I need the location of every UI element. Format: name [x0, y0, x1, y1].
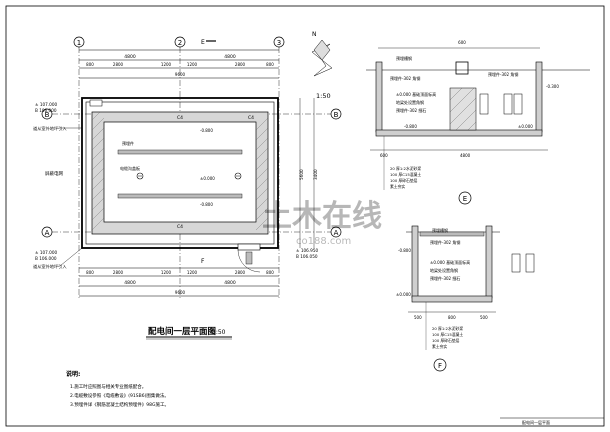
- layer-note: 100 厚碎石垫层: [390, 178, 418, 183]
- layer-note: 100 厚C15混凝土: [390, 172, 421, 177]
- general-notes: 说明: 1.施工时应照图与相关专业图纸配合。 2.电缆敷设参照《电缆敷设》(91…: [66, 370, 169, 408]
- plan-label: -0.800: [200, 202, 213, 207]
- axis-label: 1: [77, 39, 81, 47]
- dim-text: 2800: [113, 62, 124, 67]
- layer-note: 100 厚C15混凝土: [432, 332, 463, 337]
- plan-scale: 1:50: [212, 329, 226, 336]
- dim-text: 4800: [460, 153, 471, 158]
- dim-text: 800: [266, 62, 274, 67]
- dim-total: 9600: [175, 72, 186, 77]
- callout: 地梁处设置角钢: [430, 267, 458, 273]
- dim-text: 4800: [124, 54, 136, 60]
- dim-text: 2800: [235, 270, 246, 275]
- axis-label: 2: [178, 39, 182, 47]
- plan-note: 道从室外地坪引入: [33, 263, 67, 270]
- level: -0.800: [404, 124, 417, 129]
- dim-text: 500: [480, 315, 488, 320]
- plan-label: C4: [248, 115, 254, 121]
- section-f: 预埋槽钢 预埋件-302 角钢 ±0.000 基础顶面标高 地梁处设置角钢 预埋…: [396, 225, 535, 372]
- layer-note: 素土夯实: [432, 344, 447, 349]
- door: [237, 243, 261, 251]
- level: -0.800: [398, 248, 411, 253]
- dim-text: 600: [458, 40, 466, 45]
- watermark-url: co188.com: [296, 236, 351, 247]
- plan-label: -0.800: [200, 128, 213, 133]
- notes-heading: 说明:: [66, 370, 80, 378]
- callout: ±0.000 基础顶面标高: [430, 259, 470, 265]
- section-mark-e: E: [201, 39, 205, 46]
- watermark: 土木在线 co188.com: [262, 199, 382, 247]
- callout: 预埋件-302 细石: [430, 275, 460, 281]
- layer-note: 素土夯实: [390, 184, 405, 189]
- elev-label: B 106.000: [35, 108, 57, 113]
- callout: ±0.000 基础顶面标高: [396, 91, 436, 97]
- outer-wall: [81, 97, 279, 249]
- plan-label: 预埋件: [122, 140, 134, 146]
- plan-label: 电缆沟盖板: [120, 165, 140, 171]
- level: ±0.000: [396, 292, 411, 297]
- callout: 预埋件-302 角钢: [488, 71, 518, 77]
- axis-label: B: [334, 111, 339, 119]
- sheet-frame: [5, 5, 605, 427]
- callout: 预埋件-302 角钢: [390, 75, 420, 81]
- dim-text: 4800: [224, 280, 236, 286]
- elev-label: ± 106.950: [296, 248, 318, 253]
- layer-note: 20 厚1:2水泥砂浆: [432, 326, 463, 331]
- note-item: 1.施工时应照图与相关专业图纸配合。: [70, 383, 146, 390]
- dim-text: 1200: [161, 62, 172, 67]
- elev-label: B 106.000: [35, 256, 57, 261]
- dim-text: 4800: [124, 280, 136, 286]
- dim-text: 800: [86, 62, 94, 67]
- axis-label: A: [334, 229, 339, 237]
- dim-total: 9600: [175, 290, 186, 295]
- plan-label: ±0.000: [200, 176, 215, 181]
- title-block-text: 配电间一层平面: [522, 419, 550, 425]
- section-mark-f: F: [201, 258, 205, 265]
- north-arrow: N 1:50: [311, 31, 333, 100]
- dim-text: 500: [414, 315, 422, 320]
- callout: 预埋槽钢: [396, 55, 412, 61]
- plan-label: C4: [177, 224, 183, 230]
- section-e: 600 预埋槽钢 预埋件-302 角钢 预埋件-302 角钢 ±0.000 基础…: [366, 40, 590, 205]
- axis-label: A: [45, 229, 50, 237]
- elev-label: ± 107.000: [35, 102, 57, 107]
- callout: 预埋槽钢: [432, 227, 448, 233]
- layer-note: 20 厚1:2水泥砂浆: [390, 166, 421, 171]
- dim-text: 1200: [187, 62, 198, 67]
- section-label: E: [463, 195, 467, 203]
- elev-label: ± 107.000: [35, 250, 57, 255]
- plan-title: 配电间一层平面图: [148, 326, 216, 337]
- layer-note: 100 厚碎石垫层: [432, 338, 460, 343]
- dim-text: 2800: [113, 270, 124, 275]
- level: ±0.000: [518, 124, 533, 129]
- north-scale: 1:50: [316, 92, 331, 100]
- note-item: 2.电缆敷设参照《电缆敷设》(91SB6)图集做法。: [70, 392, 169, 399]
- title-block: 配电间一层平面: [500, 417, 604, 425]
- dim-text: 800: [266, 270, 274, 275]
- note-item: 3.预埋件详《钢筋混凝土结构预埋件》98G施工。: [70, 401, 169, 408]
- callout: 预埋件-302 角钢: [430, 239, 460, 245]
- dim-text: 800: [86, 270, 94, 275]
- callout: 预埋件-302 细石: [396, 107, 426, 113]
- level: -0.300: [546, 84, 559, 89]
- axis-label: B: [45, 111, 50, 119]
- plan-note: 屏蔽电网: [45, 170, 63, 177]
- dim-text: 5600: [299, 169, 304, 180]
- elev-label: B 106.050: [296, 254, 318, 259]
- section-label: F: [438, 362, 442, 370]
- dim-text: 2800: [235, 62, 246, 67]
- dim-text: 800: [448, 315, 456, 320]
- dim-text: 1200: [161, 270, 172, 275]
- dim-text: 1200: [187, 270, 198, 275]
- plan-note: 道从室外地坪引入: [33, 125, 67, 132]
- plan-label: C4: [177, 115, 183, 121]
- watermark-text: 土木在线: [262, 199, 382, 234]
- dim-text: 4800: [224, 54, 236, 60]
- floor-plan: 1 2 3 E 4800 4800 800 2800 1200 1200 280…: [33, 36, 342, 340]
- callout: 地梁处设置角钢: [396, 99, 424, 105]
- axis-label: 3: [277, 39, 281, 47]
- dim-text: 3400: [313, 169, 318, 180]
- north-label: N: [312, 31, 317, 38]
